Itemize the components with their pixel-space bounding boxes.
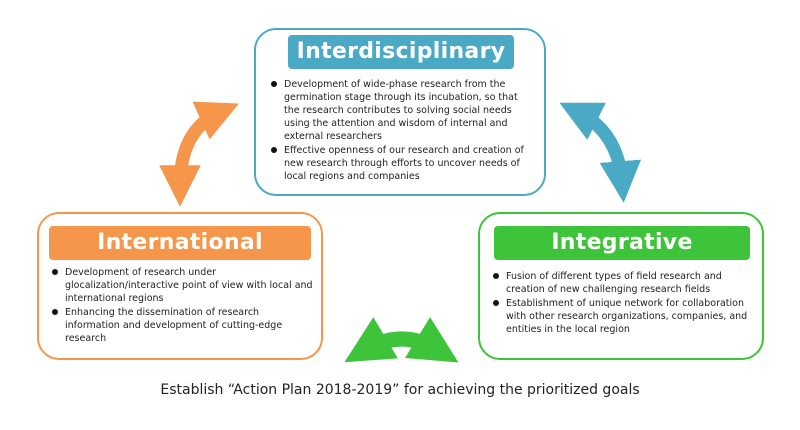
integrative-title: Integrative bbox=[494, 226, 750, 260]
interdisciplinary-box: Interdisciplinary Development of wide-ph… bbox=[254, 28, 546, 196]
list-item: Effective openness of our research and c… bbox=[270, 144, 532, 183]
interdisciplinary-title: Interdisciplinary bbox=[288, 35, 514, 69]
action-plan-caption: Establish “Action Plan 2018-2019” for ac… bbox=[160, 382, 640, 398]
list-item: Enhancing the dissemination of research … bbox=[51, 306, 313, 345]
international-box: International Development of research un… bbox=[37, 212, 323, 360]
arrow-international-integrative bbox=[344, 317, 459, 363]
arrow-interdisciplinary-integrative bbox=[559, 102, 642, 203]
list-item: Establishment of unique network for coll… bbox=[492, 297, 754, 336]
list-item: Fusion of different types of field resea… bbox=[492, 270, 754, 296]
list-item: Development of research under glocalizat… bbox=[51, 266, 313, 305]
integrative-bullets: Fusion of different types of field resea… bbox=[492, 270, 754, 337]
arrow-international-interdisciplinary bbox=[159, 101, 239, 207]
international-bullets: Development of research under glocalizat… bbox=[51, 266, 313, 346]
integrative-box: Integrative Fusion of different types of… bbox=[478, 212, 764, 360]
list-item: Development of wide-phase research from … bbox=[270, 78, 532, 143]
interdisciplinary-bullets: Development of wide-phase research from … bbox=[270, 78, 532, 184]
international-title: International bbox=[49, 226, 311, 260]
